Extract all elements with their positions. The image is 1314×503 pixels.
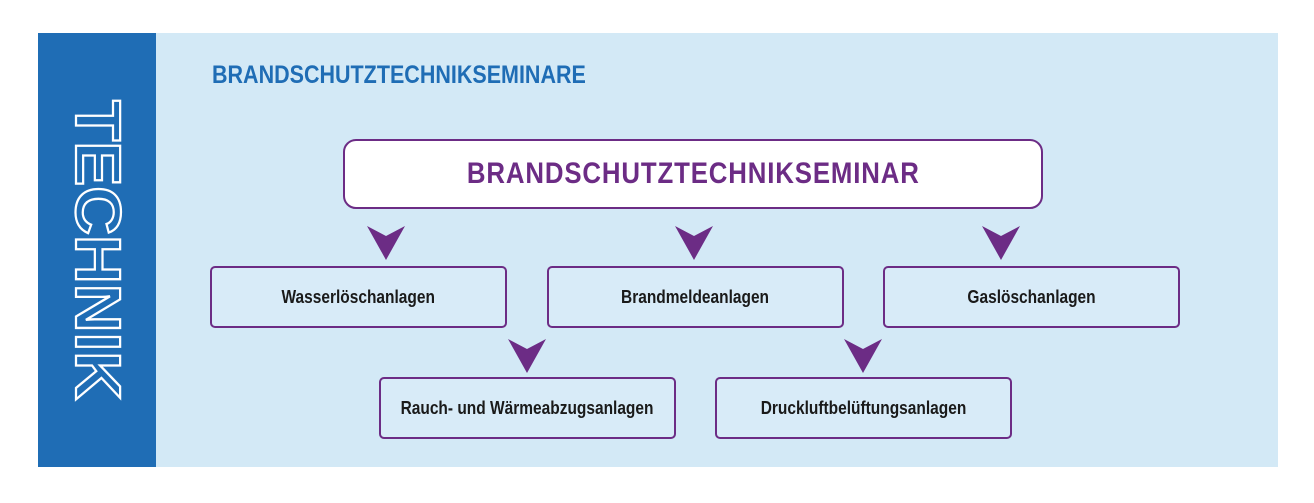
node-gasloeschanlagen: Gaslöschanlagen — [883, 266, 1180, 328]
arrow-to-brandmeldeanlagen-icon — [675, 226, 713, 260]
node-wasserloeschanlagen: Wasserlöschanlagen — [210, 266, 507, 328]
sidebar-label: TECHNIK — [62, 100, 134, 400]
arrow-to-rauch-waermeabzugsanlagen-icon — [508, 339, 546, 373]
node-label: Brandmeldeanlagen — [621, 286, 770, 307]
main-node: BRANDSCHUTZTECHNIKSEMINAR — [343, 139, 1043, 209]
arrow-to-druckluftbelueftungsanlagen-icon — [844, 339, 882, 373]
node-rauch-waermeabzugsanlagen: Rauch- und Wärmeabzugsanlagen — [379, 377, 676, 439]
arrow-to-gasloeschanlagen-icon — [982, 226, 1020, 260]
node-label: Wasserlöschanlagen — [281, 286, 436, 307]
side-bar: TECHNIK — [38, 33, 156, 467]
main-node-label: BRANDSCHUTZTECHNIKSEMINAR — [466, 157, 920, 190]
node-label: Rauch- und Wärmeabzugsanlagen — [401, 397, 654, 418]
node-label: Gaslöschanlagen — [967, 286, 1096, 307]
node-druckluftbelueftungsanlagen: Druckluftbelüftungsanlagen — [715, 377, 1012, 439]
node-brandmeldeanlagen: Brandmeldeanlagen — [547, 266, 844, 328]
sidebar-label-graphic: TECHNIK — [61, 99, 135, 401]
diagram-panel: TECHNIK BRANDSCHUTZTECHNIKSEMINARE BRAND… — [38, 33, 1278, 467]
section-title: BRANDSCHUTZTECHNIKSEMINARE — [212, 61, 586, 89]
arrow-to-wasserloeschanlagen-icon — [367, 226, 405, 260]
node-label: Druckluftbelüftungsanlagen — [760, 397, 967, 418]
